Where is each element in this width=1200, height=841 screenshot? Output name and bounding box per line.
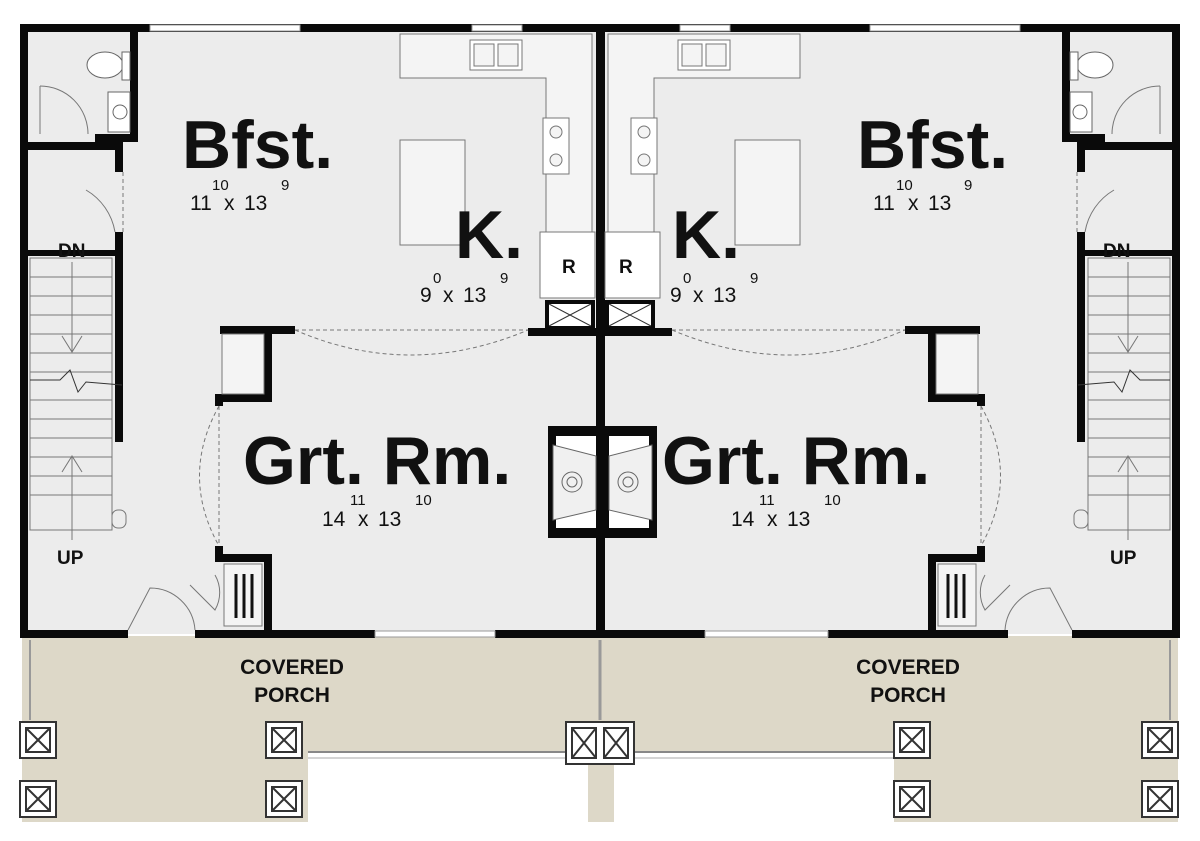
right-stair-walls	[1077, 142, 1172, 442]
right-stair-down-label: DN	[1103, 241, 1130, 262]
right-stairs	[1073, 172, 1171, 540]
left-porch-label-line2: PORCH	[254, 684, 330, 707]
left-kitchen-label: K.	[455, 197, 523, 273]
left-kitchen-length: 13	[463, 284, 486, 307]
right-great-room-label: Grt. Rm.	[662, 423, 930, 499]
left-stair-down-label: DN	[58, 241, 85, 262]
right-kitchen-length: 13	[713, 284, 736, 307]
right-stair-up-label: UP	[1110, 548, 1137, 569]
right-porch-label-line1: COVERED	[856, 656, 960, 679]
right-great-room-length-inches: 10	[824, 492, 841, 509]
left-breakfast-separator: x	[224, 192, 235, 215]
right-breakfast-separator: x	[908, 192, 919, 215]
left-fireplace	[548, 426, 600, 538]
left-entry-door	[127, 587, 196, 631]
right-interior-walls	[602, 326, 985, 634]
porch-notch-right	[614, 752, 894, 824]
porch-post	[893, 721, 931, 759]
left-bath	[39, 30, 138, 142]
left-kitchen-width-inches: 0	[433, 270, 441, 287]
right-fireplace	[605, 426, 657, 538]
right-breakfast-length: 13	[928, 192, 951, 215]
porch-post	[265, 780, 303, 818]
left-great-room-label: Grt. Rm.	[243, 423, 511, 499]
left-breakfast-label: Bfst.	[182, 107, 333, 183]
left-breakfast-length: 13	[244, 192, 267, 215]
left-breakfast-width: 11	[190, 192, 212, 215]
right-kitchen-width: 9	[670, 284, 682, 307]
right-breakfast-width-inches: 10	[896, 177, 913, 194]
left-kitchen	[399, 33, 596, 330]
right-bath	[1062, 30, 1161, 142]
porch-post	[1141, 780, 1179, 818]
porch-post	[893, 780, 931, 818]
right-kitchen-width-inches: 0	[683, 270, 691, 287]
porch-post	[1141, 721, 1179, 759]
right-breakfast-width: 11	[873, 192, 895, 215]
right-kitchen	[604, 33, 801, 330]
porch-notch-left	[308, 752, 588, 824]
left-great-room-length: 13	[378, 508, 401, 531]
right-kitchen-label: K.	[672, 197, 740, 273]
left-breakfast-width-inches: 10	[212, 177, 229, 194]
right-great-room-length: 13	[787, 508, 810, 531]
left-breakfast-length-inches: 9	[281, 177, 289, 194]
left-stair-up-label: UP	[57, 548, 84, 569]
porch-post	[565, 721, 635, 765]
porch-post	[19, 780, 57, 818]
right-openings	[671, 329, 1001, 547]
porch-post	[19, 721, 57, 759]
right-breakfast-label: Bfst.	[857, 107, 1008, 183]
left-closet	[189, 333, 265, 627]
left-great-room-width: 14	[322, 508, 346, 531]
right-refrigerator-label: R	[619, 257, 633, 278]
left-stair-walls	[28, 142, 123, 442]
left-refrigerator-label: R	[562, 257, 576, 278]
left-kitchen-separator: x	[443, 284, 454, 307]
right-breakfast-length-inches: 9	[964, 177, 972, 194]
right-closet	[935, 333, 1011, 627]
left-stairs	[29, 172, 127, 540]
right-great-room-separator: x	[767, 508, 778, 531]
exterior-walls	[20, 24, 1180, 638]
right-great-room-width: 14	[731, 508, 755, 531]
windows	[149, 24, 1021, 638]
porch-posts	[19, 721, 1179, 818]
right-entry-door	[1004, 587, 1073, 631]
right-great-room-width-inches: 11	[759, 492, 775, 509]
right-kitchen-length-inches: 9	[750, 270, 758, 287]
left-great-room-width-inches: 11	[350, 492, 366, 509]
left-kitchen-width: 9	[420, 284, 432, 307]
right-porch-label-line2: PORCH	[870, 684, 946, 707]
porch-post	[265, 721, 303, 759]
left-great-room-length-inches: 10	[415, 492, 432, 509]
left-great-room-separator: x	[358, 508, 369, 531]
left-interior-walls	[215, 326, 598, 634]
right-kitchen-separator: x	[693, 284, 704, 307]
left-openings	[199, 329, 529, 547]
left-kitchen-length-inches: 9	[500, 270, 508, 287]
left-porch-label-line1: COVERED	[240, 656, 344, 679]
